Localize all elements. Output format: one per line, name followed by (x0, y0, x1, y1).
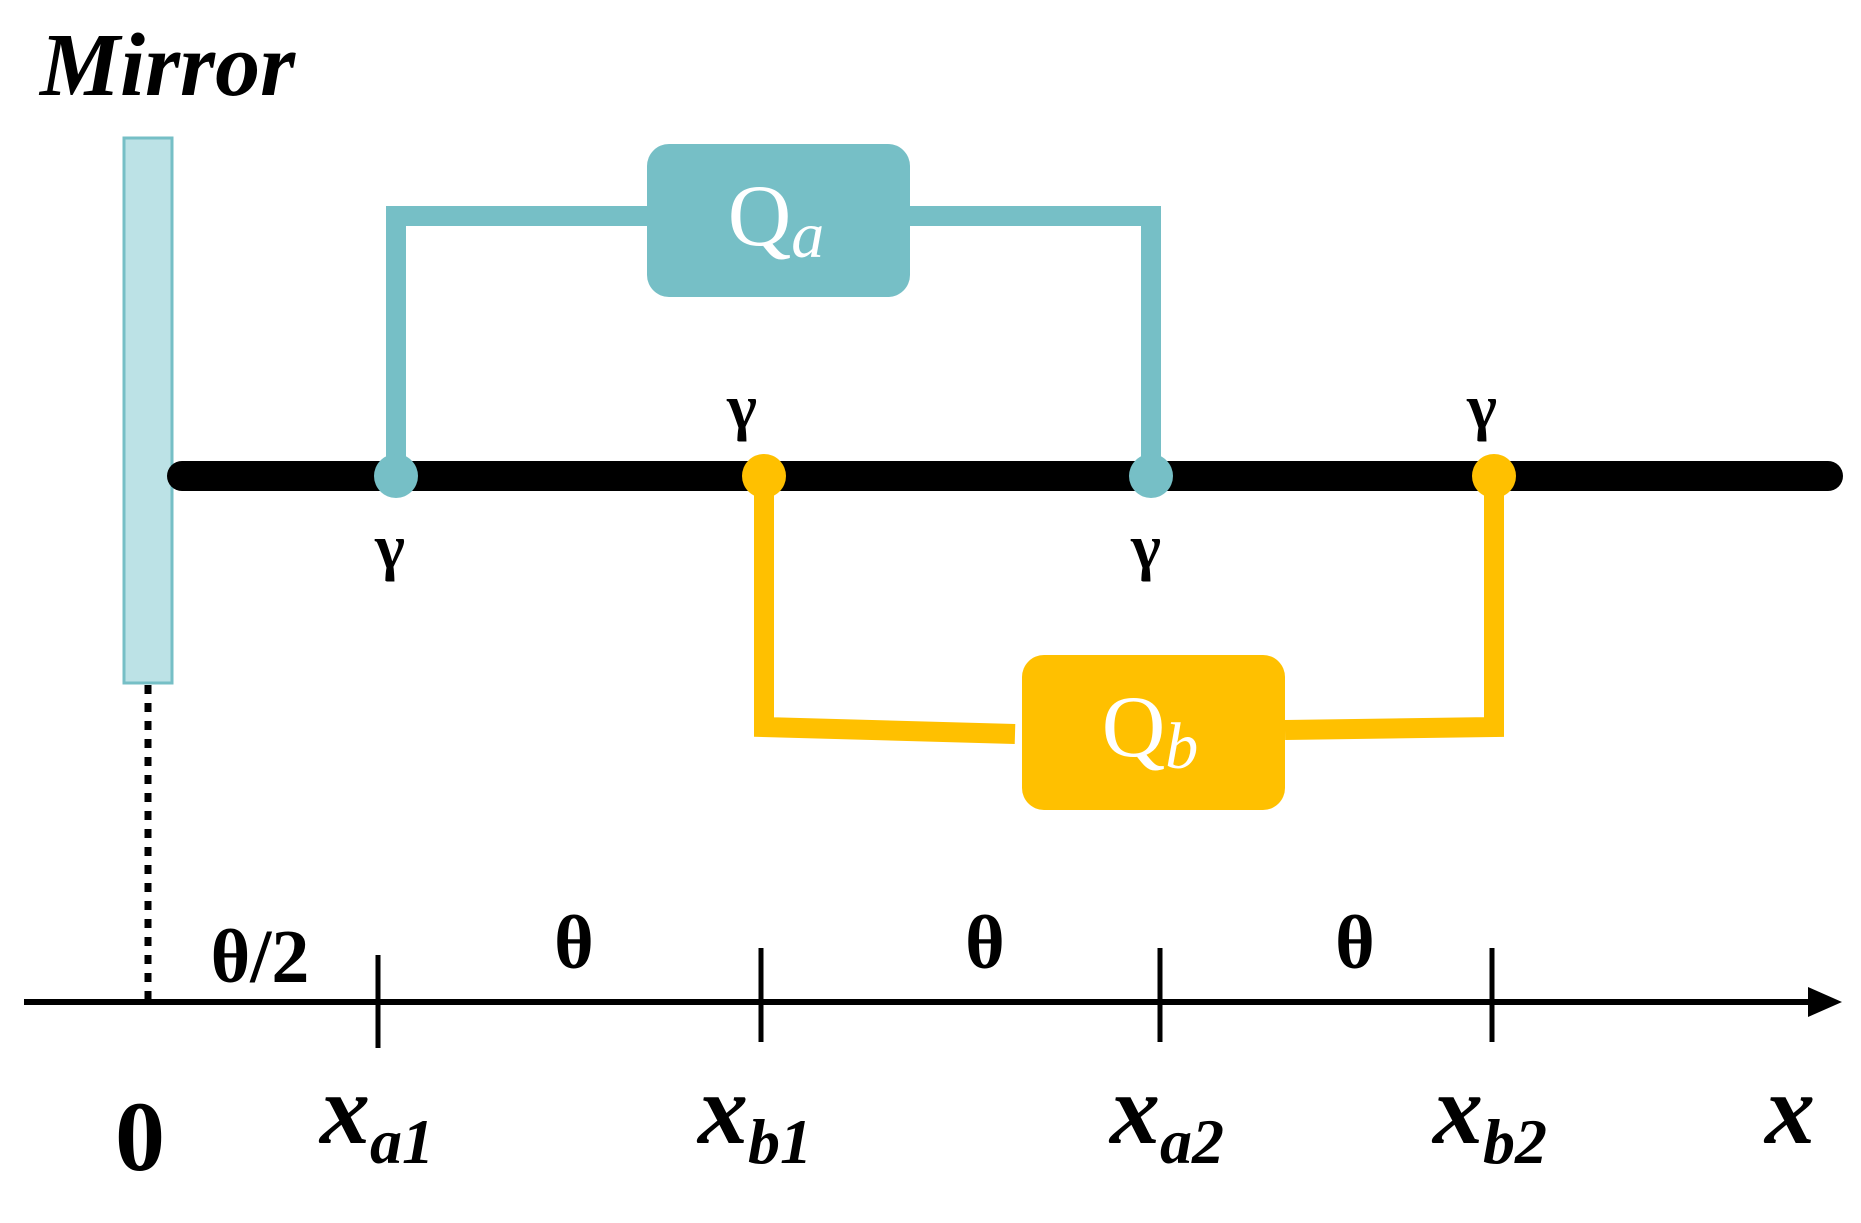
axis-label-xa2: xa2 (1108, 1054, 1224, 1177)
mirror-label: Mirror (38, 16, 296, 115)
coupling-point-b1 (742, 454, 786, 498)
axis-label-x: x (1763, 1054, 1815, 1165)
spacing-label-theta-1: θ (554, 901, 594, 985)
qubit-b-box (1022, 655, 1285, 810)
spacing-label-theta-3: θ (1335, 901, 1375, 985)
qubit-a-label: Qa (728, 168, 825, 272)
axis-label-xa1: xa1 (318, 1054, 434, 1177)
axis-label-xb2: xb2 (1431, 1054, 1547, 1177)
axis-label-origin: 0 (115, 1081, 165, 1192)
mirror (122, 136, 174, 685)
coupling-label-a2: γ (1130, 511, 1161, 582)
coupling-label-b2: γ (1466, 371, 1497, 442)
coupling-point-b2 (1472, 454, 1516, 498)
qubit-a-box (647, 144, 910, 297)
coupling-label-b1: γ (726, 371, 757, 442)
axis-label-xb1: xb1 (696, 1054, 812, 1177)
qubit-b-right-leg (1284, 482, 1504, 740)
qubit-b-label: Qb (1102, 679, 1199, 783)
coupling-point-a1 (374, 454, 418, 498)
qubit-b-left-leg (754, 482, 1016, 744)
arrow-right-icon (1808, 987, 1842, 1017)
spacing-label-half-theta: θ/2 (211, 915, 310, 999)
spacing-label-theta-2: θ (965, 901, 1005, 985)
coupling-point-a2 (1129, 454, 1173, 498)
coupling-label-a1: γ (374, 511, 405, 582)
